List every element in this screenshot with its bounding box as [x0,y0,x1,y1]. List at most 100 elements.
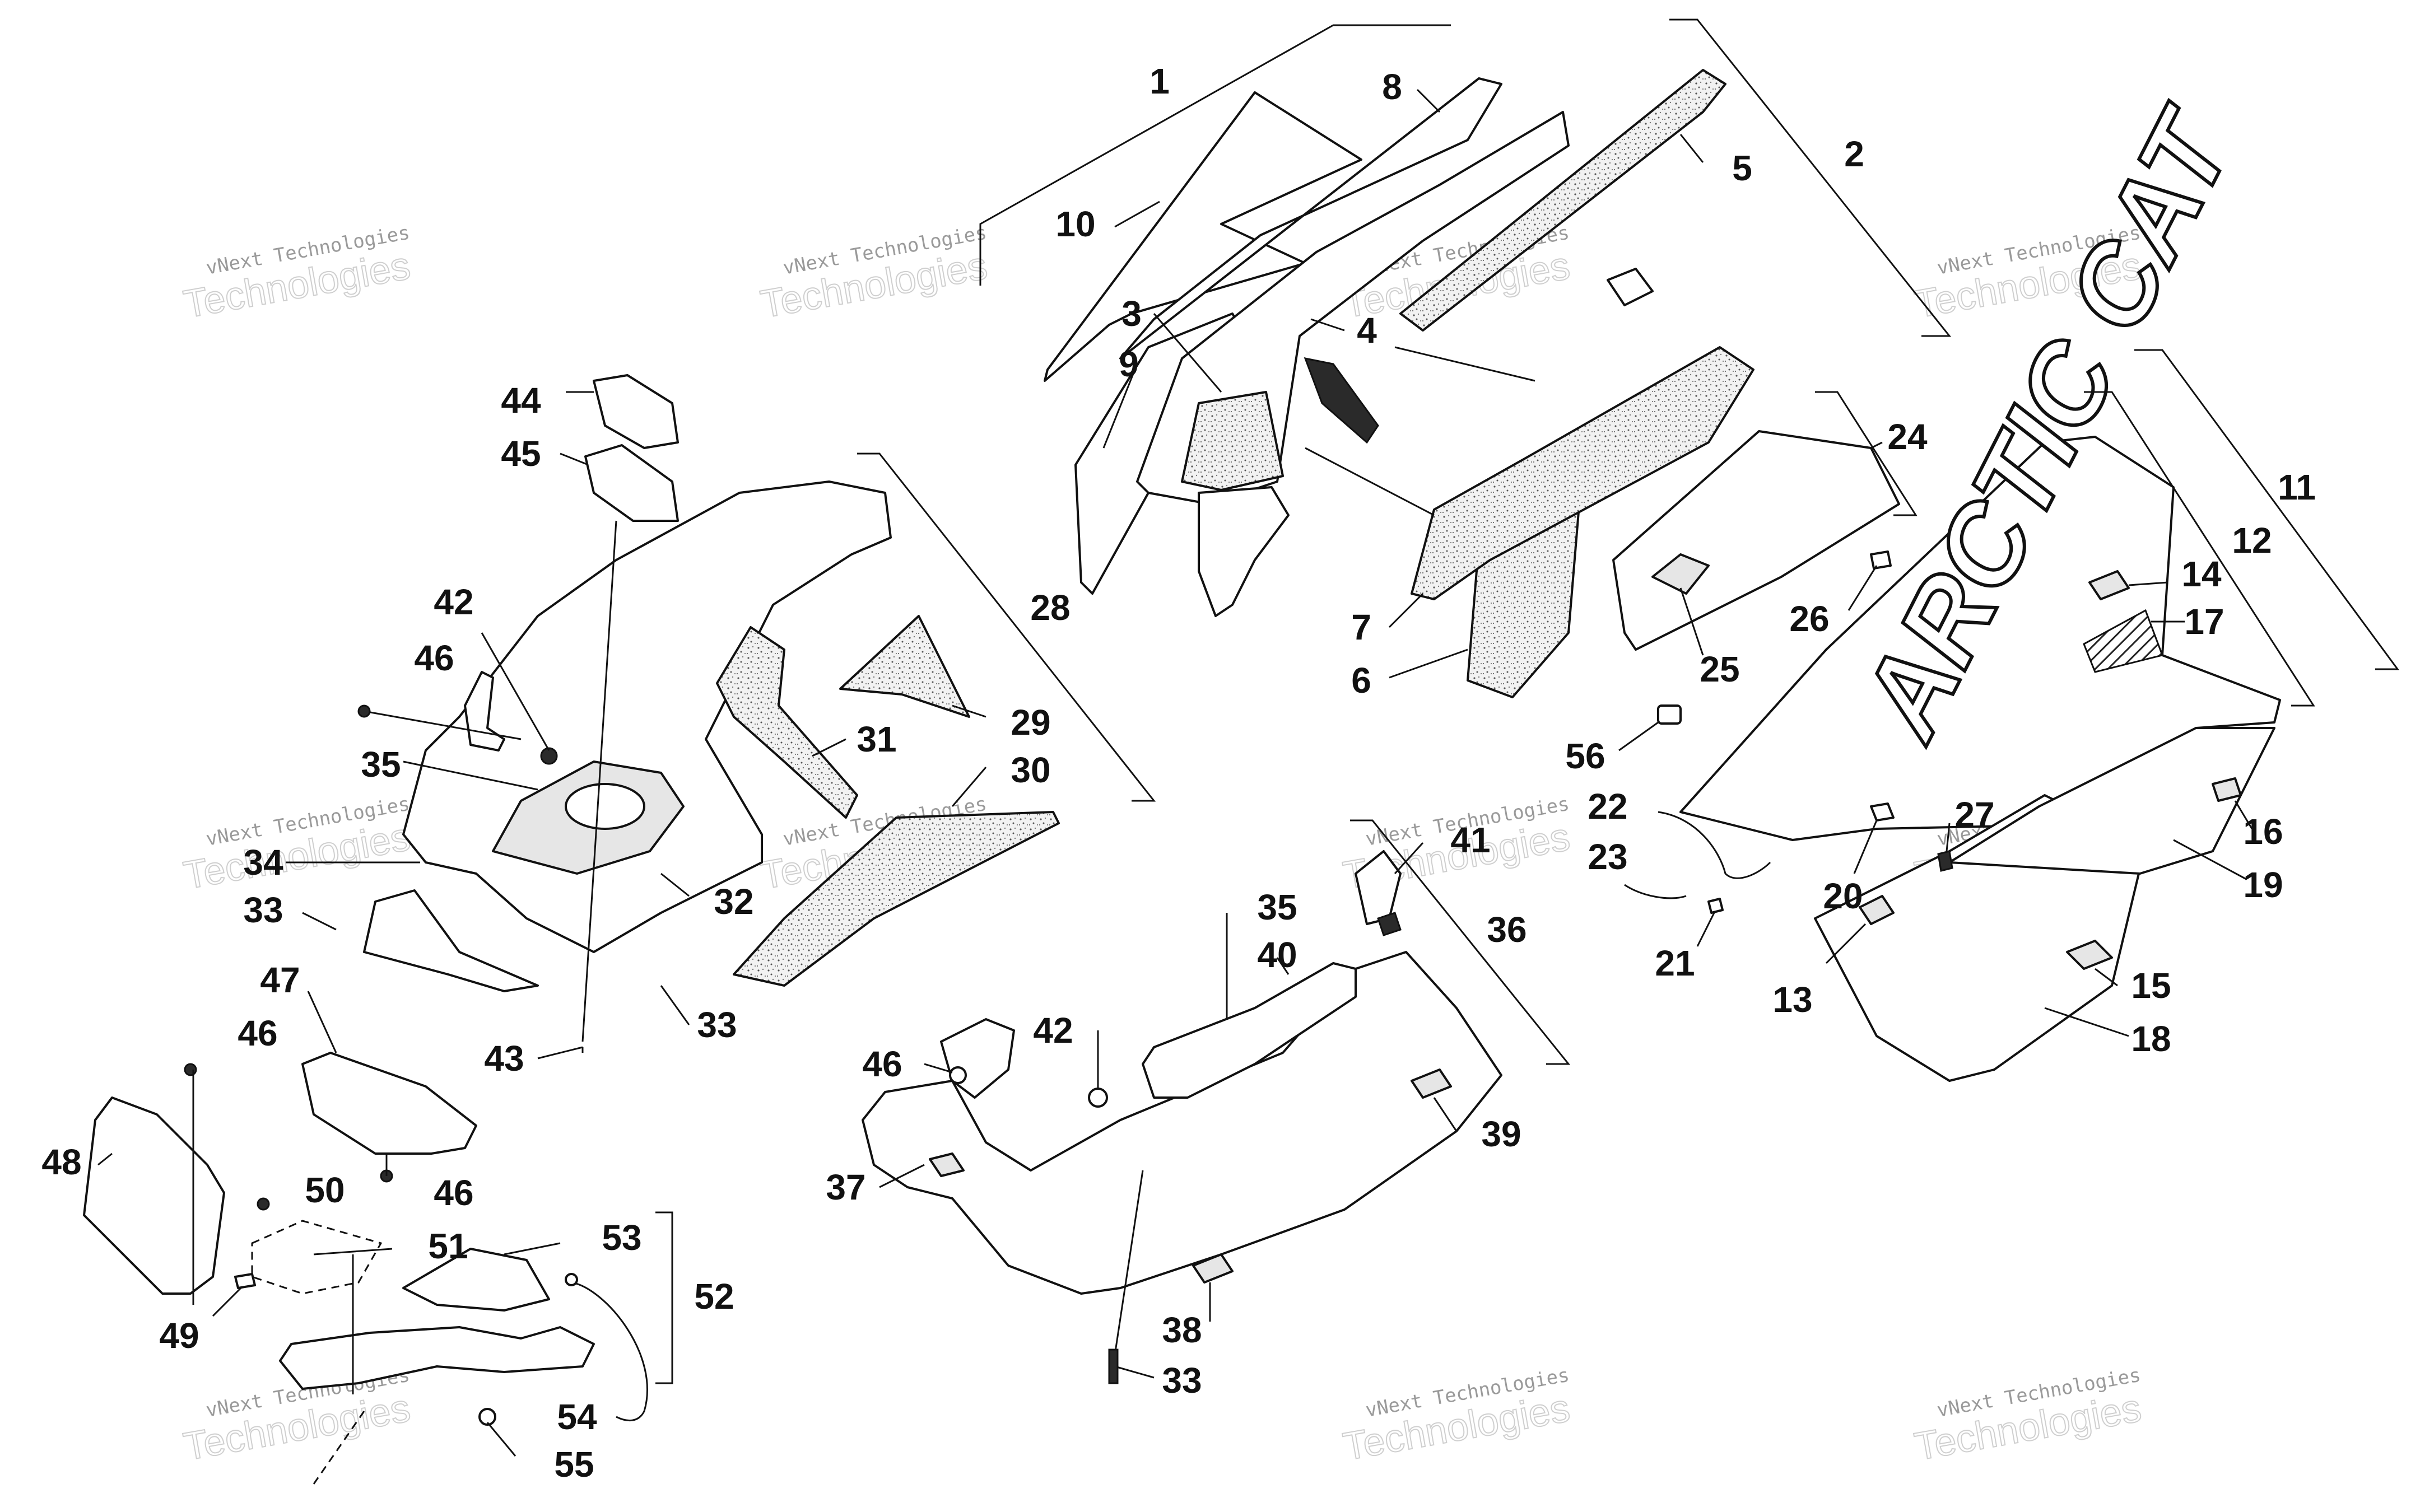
callout-19: 19 [2243,865,2283,905]
callout-43: 43 [484,1038,524,1079]
part-46-screw-b [949,1066,967,1084]
leader-6 [1389,648,1468,679]
callout-11: 11 [2278,467,2316,507]
part-36-belly-pan [862,951,1502,1295]
part-55-screw [478,1408,496,1426]
part-4-gasket [1304,357,1379,444]
part-16-decal [2212,777,2242,802]
watermark: vNext Technologies Technologies [180,221,414,326]
belly-pan-assembly [862,819,1571,1384]
callout-31: 31 [857,719,896,759]
callout-38: 38 [1162,1310,1202,1350]
leader-ref-a [1305,447,1435,516]
callout-39: 39 [1481,1114,1521,1154]
part-21-fastener [1707,898,1724,914]
part-50-screw [257,1197,270,1211]
leader-51 [313,1248,393,1256]
callout-34: 34 [243,842,283,883]
callout-10: 10 [1055,204,1095,244]
part-3-foam [1181,391,1284,491]
leader-29 [952,704,986,718]
callout-6: 6 [1351,660,1371,701]
part-44-gasket [593,374,679,449]
part-19-vent [1948,727,2275,875]
callout-4: 4 [1357,310,1377,351]
part-8-trim [1119,77,1502,360]
leader-44-down [581,520,617,1042]
windshield-assembly [979,18,1952,698]
part-41-bracket [1355,850,1402,925]
leader-5 [1679,134,1704,163]
bracket-2 [1669,18,1952,337]
part-34-vent [363,889,539,992]
leader-46a [364,710,522,740]
part-24-grille [1612,430,1900,651]
part-49-clip [234,1273,256,1289]
part-3-lower-tab [1198,486,1290,617]
leader-14 [2128,581,2168,586]
watermark: vNext Technologies Technologies [1911,1364,2145,1469]
part-12-upper-panel [1679,436,2281,841]
watermark: vNext Technologies Technologies [180,792,414,898]
part-14-decal [2088,570,2130,600]
side-panel-assembly: ARCTIC CAT [1612,87,2399,1082]
part-39-decal [1411,1068,1452,1099]
callout-23: 23 [1588,837,1627,877]
part-13-decal [1859,895,1895,925]
part-42-grommet [540,747,558,765]
part-40-strip [1142,962,1357,1099]
part-54-cable [571,1281,648,1422]
callout-36: 36 [1487,909,1527,950]
callout-37: 37 [826,1167,865,1207]
leader-33c [1114,1170,1144,1356]
part-26-clip [1870,550,1892,570]
callout-17: 17 [2184,601,2224,642]
callout-33: 33 [697,1005,737,1045]
part-52-panel [279,1326,595,1390]
leader-8 [1416,88,1441,113]
leader-33c-h [1114,1365,1155,1379]
part-22-cable [1658,811,1771,879]
leader-41 [1394,842,1424,875]
leader-26 [1847,565,1878,611]
callout-29: 29 [1011,702,1050,743]
leader-10 [1114,200,1160,228]
part-54-ring [565,1273,578,1286]
callout-1: 1 [1150,61,1170,101]
callout-53: 53 [602,1217,641,1258]
leader-16 [2234,800,2253,829]
leader-33b [660,985,690,1025]
callout-9: 9 [1119,344,1139,384]
part-15-decal [2066,940,2113,970]
leader-20 [1853,820,1878,874]
callout-46: 46 [862,1044,902,1084]
leader-13 [1825,923,1867,964]
part-51-outline [251,1220,383,1295]
part-38-decal [1192,1253,1234,1284]
leader-49 [212,1287,242,1317]
watermark: vNext Technologies Technologies [1339,1364,1574,1469]
callout-41: 41 [1450,820,1490,860]
leader-7 [1388,592,1424,628]
part-28-opening [565,783,645,830]
leader-45 [560,452,589,466]
part-23-cable [1624,884,1687,899]
leader-ref-b [1394,346,1535,382]
watermark: vNext Technologies Technologies [757,221,991,326]
dash-55 [313,1411,365,1485]
callout-52: 52 [694,1276,734,1317]
part-56-knob [1657,704,1682,725]
callout-2: 2 [1844,134,1864,174]
callout-27: 27 [1954,795,1994,835]
part-17-decal [2083,609,2163,673]
bracket-1 [979,24,1451,286]
callout-20: 20 [1823,876,1863,916]
callout-51: 51 [428,1226,468,1266]
leader-25 [1679,587,1704,656]
callout-49: 49 [159,1315,199,1356]
part-41-connector [1377,912,1402,936]
leader-19 [2173,839,2247,880]
part-5-clip [1607,268,1654,306]
leader-47 [307,991,337,1053]
